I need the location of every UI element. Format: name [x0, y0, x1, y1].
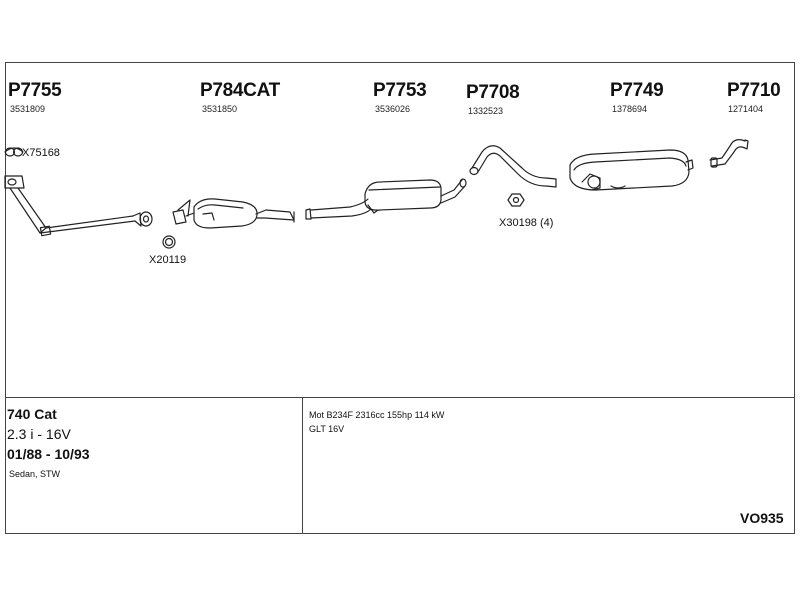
- rear-silencer-icon: [569, 149, 694, 191]
- tail-pipe-icon: [709, 139, 749, 168]
- part-oe-6: 1271404: [728, 104, 764, 114]
- accessory-label-gasket: X75168: [22, 147, 60, 159]
- frame-divider-horizontal: [5, 397, 795, 398]
- catalytic-converter-icon: [172, 198, 295, 229]
- part-code-2: P784CAT: [200, 80, 280, 101]
- engine-spec: Mot B234F 2316cc 155hp 114 kW: [309, 410, 445, 420]
- front-silencer-icon: [305, 178, 467, 220]
- kit-reference: VO935: [740, 510, 784, 526]
- front-pipe-icon: [4, 175, 153, 237]
- part-code-4: P7708: [466, 82, 520, 103]
- exhaust-parts-drawing: [4, 139, 749, 249]
- vehicle-years: 01/88 - 10/93: [7, 446, 90, 462]
- intermediate-pipe-icon: [469, 145, 557, 188]
- accessory-label-ring: X20119: [149, 254, 187, 266]
- part-oe-1: 3531809: [10, 104, 46, 114]
- variant-spec: GLT 16V: [309, 424, 345, 434]
- part-oe-2: 3531850: [202, 104, 238, 114]
- accessory-label-nut: X30198 (4): [499, 217, 554, 229]
- diagram-frame: [5, 62, 795, 534]
- part-oe-5: 1378694: [612, 104, 648, 114]
- vehicle-engine: 2.3 i - 16V: [7, 426, 71, 442]
- part-oe-3: 3536026: [375, 104, 411, 114]
- vehicle-body: Sedan, STW: [9, 469, 61, 479]
- part-oe-4: 1332523: [468, 106, 504, 116]
- frame-divider-vertical: [302, 398, 303, 534]
- ring-icon: [162, 235, 176, 249]
- part-code-1: P7755: [8, 80, 62, 101]
- vehicle-model: 740 Cat: [7, 406, 57, 422]
- part-code-5: P7749: [610, 80, 664, 101]
- part-code-6: P7710: [727, 80, 781, 101]
- gasket-icon: [4, 147, 24, 157]
- part-code-3: P7753: [373, 80, 427, 101]
- nut-icon: [507, 193, 525, 207]
